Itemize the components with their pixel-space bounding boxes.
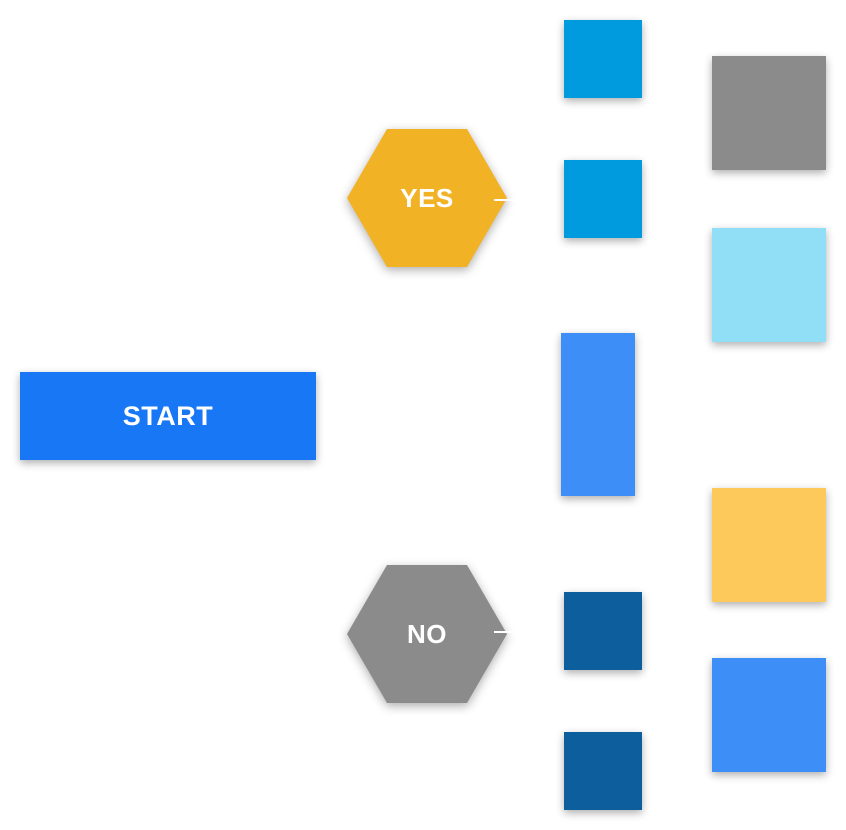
yes-decision-node: YES [347, 129, 507, 267]
yes-label: YES [400, 182, 454, 213]
start-node: START [20, 372, 316, 460]
no-branch-box-bottom [564, 732, 642, 810]
yes-branch-box-bottom [564, 160, 642, 238]
no-connector [494, 631, 518, 633]
yes-branch-box-top [564, 20, 642, 98]
middle-tall-box [561, 333, 635, 496]
start-label: START [122, 400, 214, 431]
no-hexagon: NO [347, 565, 507, 703]
result-box-yellow [712, 488, 826, 602]
result-box-light-blue [712, 228, 826, 342]
result-box-blue [712, 658, 826, 772]
result-box-gray [712, 56, 826, 170]
no-decision-node: NO [347, 565, 507, 703]
no-branch-box-top [564, 592, 642, 670]
yes-connector [494, 199, 518, 201]
yes-hexagon: YES [347, 129, 507, 267]
no-label: NO [407, 618, 447, 649]
